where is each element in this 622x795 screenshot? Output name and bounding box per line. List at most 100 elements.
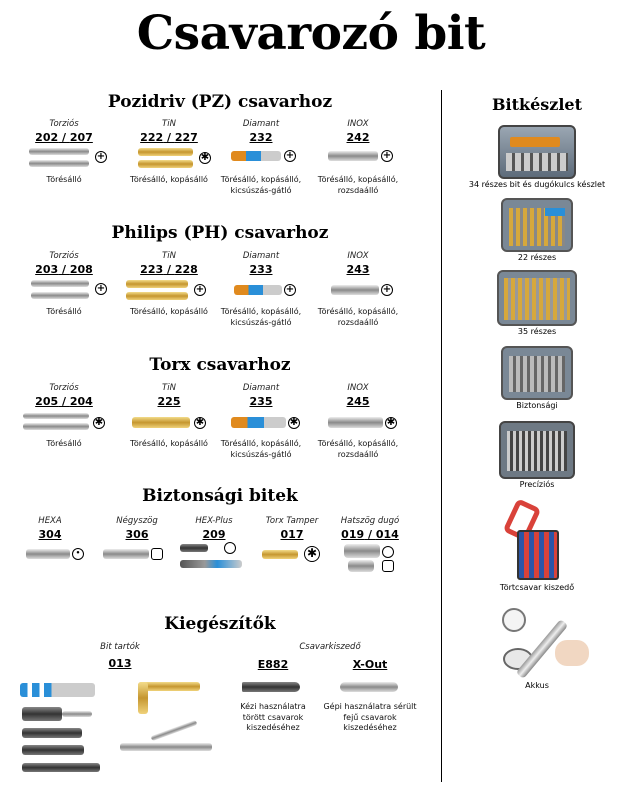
category-label: Diamant bbox=[242, 119, 280, 129]
feature-text: Törésálló bbox=[46, 439, 82, 448]
section-heading-torx: Torx csavarhoz bbox=[149, 355, 291, 375]
product-code[interactable]: 019 / 014 bbox=[341, 528, 399, 541]
kit-item[interactable]: Precíziós bbox=[452, 421, 622, 490]
security-col-hex-socket[interactable]: Hatszög dugó 019 / 014 bbox=[320, 516, 420, 572]
torx-icon: ✱ bbox=[93, 417, 105, 429]
product-code[interactable]: 209 bbox=[202, 528, 226, 541]
kit-item[interactable]: 34 részes bit és dugókulcs készlet bbox=[452, 125, 622, 190]
kit-label: Biztonsági bbox=[516, 401, 558, 410]
kit-item[interactable]: Akkus bbox=[452, 600, 622, 691]
torx-col-torzios[interactable]: Torziós 205 / 204 ✱ Törésálló bbox=[9, 383, 119, 450]
torx-icon: ✱ bbox=[385, 417, 397, 429]
torx-col-inox[interactable]: INOX 245 ✱ Törésálló, kopásálló, rozsdaá… bbox=[303, 383, 413, 460]
security-col-torx-tamper[interactable]: Torx Tamper 017 ✱ bbox=[242, 516, 342, 572]
ph-col-torzios[interactable]: Torziós 203 / 208 + Törésálló bbox=[9, 251, 119, 318]
section-heading-ph: Philips (PH) csavarhoz bbox=[111, 223, 329, 243]
kit-label: Precíziós bbox=[519, 480, 555, 489]
kit-image bbox=[477, 600, 597, 680]
kit-label: Akkus bbox=[525, 681, 549, 690]
pozidriv-icon: + bbox=[381, 150, 393, 162]
ph-col-inox[interactable]: INOX 243 + Törésálló, kopásálló, rozsdaá… bbox=[303, 251, 413, 328]
product-code[interactable]: 243 bbox=[346, 263, 370, 276]
product-code[interactable]: 225 bbox=[157, 395, 181, 408]
kit-label: 22 részes bbox=[517, 253, 557, 262]
kit-image bbox=[501, 346, 573, 400]
feature-text: Törésálló, kopásálló, rozsdaálló bbox=[317, 175, 399, 195]
product-code[interactable]: 017 bbox=[280, 528, 304, 541]
pozidriv-icon: ✱ bbox=[199, 152, 211, 164]
bit-image: ✱ bbox=[9, 409, 119, 439]
category-label: Négyszög bbox=[116, 516, 158, 526]
extractor-e882[interactable]: E882 Kézi használatra törött csavarok ki… bbox=[228, 657, 318, 734]
product-code[interactable]: 205 / 204 bbox=[35, 395, 93, 408]
section-heading-security: Biztonsági bitek bbox=[142, 486, 298, 506]
feature-text: Törésálló, kopásálló, kicsúszás-gátló bbox=[220, 175, 302, 195]
kit-image bbox=[499, 421, 575, 479]
category-label: TiN bbox=[162, 251, 176, 261]
product-code[interactable]: 304 bbox=[38, 528, 62, 541]
kit-item[interactable]: 35 részes bbox=[452, 270, 622, 337]
hex-tamper-icon: • bbox=[72, 548, 84, 560]
kit-label: 34 részes bit és dugókulcs készlet bbox=[468, 180, 606, 189]
product-code[interactable]: 203 / 208 bbox=[35, 263, 93, 276]
category-label: Torziós bbox=[49, 251, 79, 261]
pz-col-inox[interactable]: INOX 242 + Törésálló, kopásálló, rozsdaá… bbox=[303, 119, 413, 196]
kit-image bbox=[498, 125, 576, 179]
product-code[interactable]: X-Out bbox=[352, 658, 388, 671]
product-code[interactable]: 235 bbox=[249, 395, 273, 408]
section-heading-pz: Pozidriv (PZ) csavarhoz bbox=[107, 92, 333, 112]
bit-image: • bbox=[0, 542, 100, 572]
product-code[interactable]: 222 / 227 bbox=[140, 131, 198, 144]
kit-item[interactable]: Törtcsavar kiszedő bbox=[452, 498, 622, 593]
product-code[interactable]: 232 bbox=[249, 131, 273, 144]
kit-item[interactable]: Biztonsági bbox=[452, 346, 622, 411]
pozidriv-icon: + bbox=[284, 150, 296, 162]
category-label: Diamant bbox=[242, 383, 280, 393]
product-code[interactable]: 242 bbox=[346, 131, 370, 144]
category-label: Torziós bbox=[49, 383, 79, 393]
feature-text: Törésálló, kopásálló bbox=[130, 307, 208, 316]
bit-image bbox=[320, 542, 420, 572]
pz-col-torzios[interactable]: Torziós 202 / 207 + Törésálló bbox=[9, 119, 119, 186]
category-label: HEX-Plus bbox=[195, 516, 233, 526]
bit-image: ✱ bbox=[242, 542, 342, 572]
extractor-category: Csavarkiszedő bbox=[299, 642, 361, 652]
product-code[interactable]: 233 bbox=[249, 263, 273, 276]
category-label: Hatszög dugó bbox=[340, 516, 400, 526]
bit-image: + bbox=[114, 277, 224, 307]
ph-col-diamant[interactable]: Diamant 233 + Törésálló, kopásálló, kics… bbox=[206, 251, 316, 328]
product-code[interactable]: 245 bbox=[346, 395, 370, 408]
extractor-image bbox=[228, 672, 318, 702]
feature-text: Törésálló, kopásálló bbox=[130, 439, 208, 448]
bit-image: + bbox=[9, 277, 119, 307]
extractor-xout[interactable]: X-Out Gépi használatra sérült fejű csava… bbox=[322, 657, 418, 734]
kit-image bbox=[497, 270, 577, 326]
product-code[interactable]: E882 bbox=[257, 658, 289, 671]
column-divider bbox=[441, 90, 442, 782]
bit-image: ✱ bbox=[114, 145, 224, 175]
category-label: Torx Tamper bbox=[265, 516, 319, 526]
category-label: Torziós bbox=[49, 119, 79, 129]
product-code[interactable]: 223 / 228 bbox=[140, 263, 198, 276]
product-code[interactable]: 202 / 207 bbox=[35, 131, 93, 144]
torx-icon: ✱ bbox=[194, 417, 206, 429]
category-label: INOX bbox=[347, 119, 369, 129]
torx-col-tin[interactable]: TiN 225 ✱ Törésálló, kopásálló bbox=[114, 383, 224, 450]
ph-col-tin[interactable]: TiN 223 / 228 + Törésálló, kopásálló bbox=[114, 251, 224, 318]
bit-image: ✱ bbox=[206, 409, 316, 439]
pz-col-tin[interactable]: TiN 222 / 227 ✱ Törésálló, kopásálló bbox=[114, 119, 224, 186]
pz-col-diamant[interactable]: Diamant 232 + Törésálló, kopásálló, kics… bbox=[206, 119, 316, 196]
torx-icon: ✱ bbox=[288, 417, 300, 429]
security-col-square[interactable]: Négyszög 306 bbox=[87, 516, 187, 572]
feature-text: Gépi használatra sérült fejű csavarok ki… bbox=[323, 702, 417, 732]
kit-item[interactable]: 22 részes bbox=[452, 198, 622, 263]
phillips-icon: + bbox=[381, 284, 393, 296]
security-col-hexa[interactable]: HEXA 304 • bbox=[0, 516, 100, 572]
product-code[interactable]: 306 bbox=[125, 528, 149, 541]
hex-socket-icon bbox=[382, 546, 394, 558]
category-label: TiN bbox=[162, 383, 176, 393]
torx-col-diamant[interactable]: Diamant 235 ✱ Törésálló, kopásálló, kics… bbox=[206, 383, 316, 460]
bit-holder-code[interactable]: 013 bbox=[108, 657, 132, 670]
security-col-hexplus[interactable]: HEX-Plus 209 bbox=[164, 516, 264, 572]
kit-image bbox=[502, 498, 567, 582]
